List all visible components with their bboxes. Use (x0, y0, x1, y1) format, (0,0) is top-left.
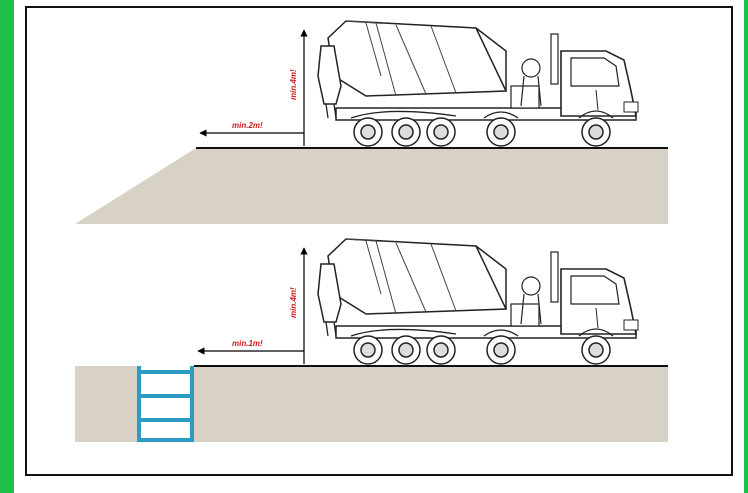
scene-1: min.2m! min.4m! (75, 21, 668, 224)
trench-shoring (137, 366, 194, 442)
horizontal-distance-label: min.2m! (232, 121, 263, 130)
right-ground (194, 366, 668, 442)
scene-2: min.1m! min.4m! (75, 239, 668, 442)
left-ground (75, 366, 137, 442)
vertical-distance-label: min.4m! (289, 69, 298, 100)
horizontal-distance-label: min.1m! (232, 339, 263, 348)
slope-ground (75, 148, 668, 224)
concrete-mixer-truck (318, 21, 638, 146)
vertical-distance-label: min.4m! (289, 287, 298, 318)
concrete-mixer-truck (318, 239, 638, 364)
